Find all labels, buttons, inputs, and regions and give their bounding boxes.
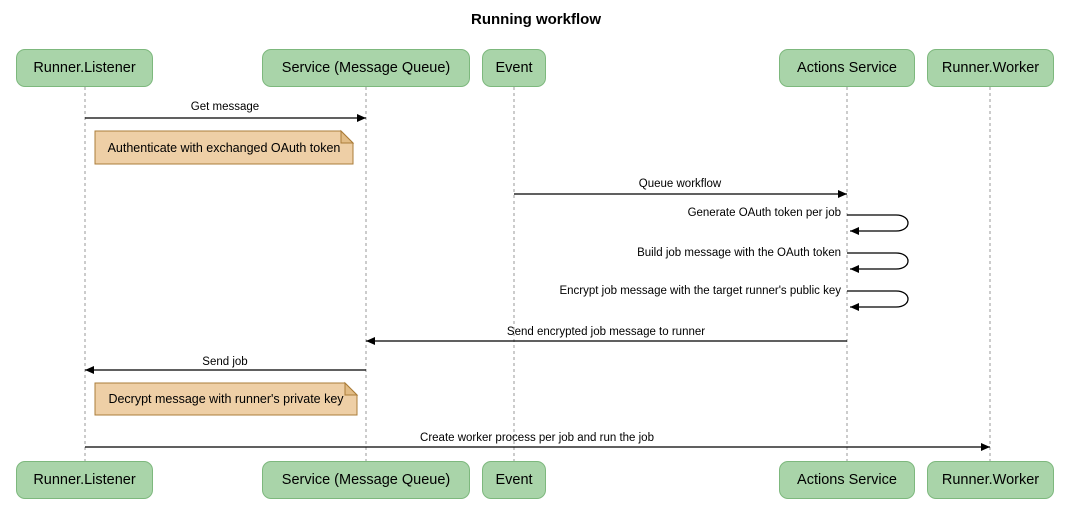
actor-label: Event <box>495 472 533 488</box>
actor-label: Service (Message Queue) <box>281 472 451 488</box>
self-loop-encrypt-job-message <box>847 290 909 311</box>
self-loop-generate-oauth-token <box>847 214 909 235</box>
actor-label: Runner.Worker <box>941 60 1040 76</box>
actor-bottom-runner-listener: Runner.Listener <box>16 461 153 499</box>
message-label-build-job-message: Build job message with the OAuth token <box>637 247 841 259</box>
message-label-encrypt-job-message: Encrypt job message with the target runn… <box>559 285 841 297</box>
actor-label: Event <box>495 60 533 76</box>
actor-top-actions-service: Actions Service <box>779 49 915 87</box>
note-fold-corner <box>340 129 355 144</box>
note-authenticate-shape <box>94 130 354 165</box>
note-decrypt-shape <box>94 382 358 416</box>
message-label-generate-oauth-token: Generate OAuth token per job <box>687 207 841 219</box>
actor-top-service-message-queue: Service (Message Queue) <box>262 49 470 87</box>
actor-top-runner-worker: Runner.Worker <box>927 49 1054 87</box>
message-label-send-job: Send job <box>202 356 248 368</box>
actor-bottom-service-message-queue: Service (Message Queue) <box>262 461 470 499</box>
actor-bottom-event: Event <box>482 461 546 499</box>
actor-bottom-actions-service: Actions Service <box>779 461 915 499</box>
actor-bottom-runner-worker: Runner.Worker <box>927 461 1054 499</box>
note-decrypt-label: Decrypt message with runner's private ke… <box>108 392 344 406</box>
actor-label: Runner.Worker <box>941 472 1040 488</box>
actor-label: Runner.Listener <box>33 60 136 76</box>
message-label-queue-workflow: Queue workflow <box>638 178 722 190</box>
diagram-title: Running workflow <box>471 11 601 28</box>
actor-label: Actions Service <box>797 472 897 488</box>
actor-label: Service (Message Queue) <box>281 60 451 76</box>
self-loop-build-job-message <box>847 252 909 273</box>
note-fold-corner <box>344 381 359 396</box>
actor-top-event: Event <box>482 49 546 87</box>
note-authenticate-label: Authenticate with exchanged OAuth token <box>107 140 341 155</box>
actor-label: Actions Service <box>797 60 897 76</box>
message-label-send-encrypted-job-message: Send encrypted job message to runner <box>506 326 706 338</box>
actor-label: Runner.Listener <box>33 472 136 488</box>
message-label-get-message: Get message <box>190 101 260 113</box>
actor-top-runner-listener: Runner.Listener <box>16 49 153 87</box>
message-label-create-worker-process: Create worker process per job and run th… <box>420 432 654 444</box>
